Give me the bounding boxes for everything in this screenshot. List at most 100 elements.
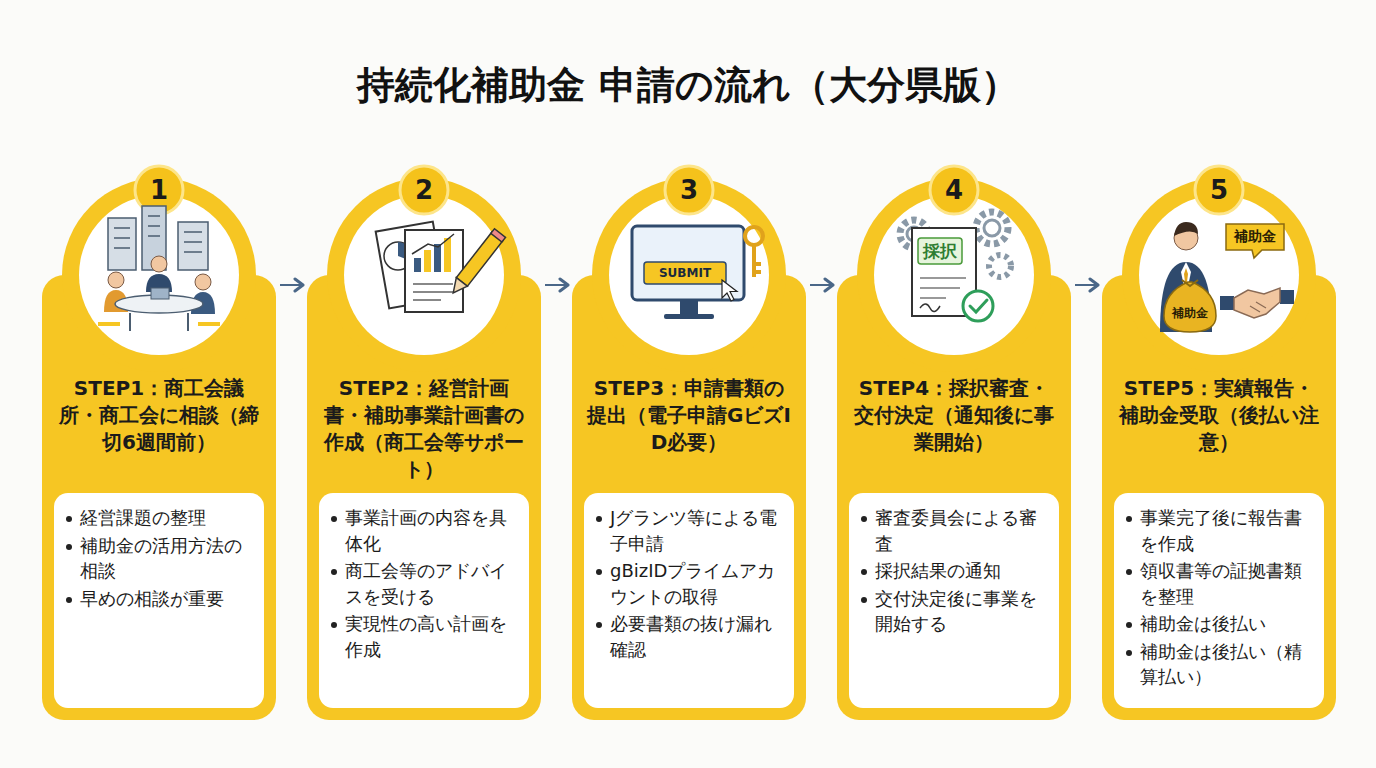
- step-heading: STEP3：申請書類の提出（電子申請GビズID必要）: [584, 375, 794, 456]
- step-heading: STEP4：採択審査・交付決定（通知後に事業開始）: [849, 375, 1059, 456]
- icon-label: 採択: [923, 240, 957, 263]
- bullet-item: 事業完了後に報告書を作成: [1140, 505, 1314, 556]
- computer-submit-illustration-part: [644, 262, 726, 284]
- step-card: 1STEP1：商工会議所・商工会に相談（締切6週間前）経営課題の整理補助金の活用…: [42, 165, 276, 720]
- planning-documents-illustration-part: [448, 229, 506, 298]
- payment-illustration-part: [1181, 262, 1191, 296]
- payment-illustration-part: [1220, 296, 1234, 310]
- planning-documents-illustration-part: [424, 250, 431, 272]
- icon-disc: [344, 195, 504, 355]
- step-heading: STEP2：経営計画書・補助事業計画書の作成（商工会等サポート）: [319, 375, 529, 483]
- bullet-item: 補助金の活用方法の相談: [80, 533, 254, 584]
- step-number: 4: [837, 173, 1071, 207]
- bullet-box: 経営課題の整理補助金の活用方法の相談早めの相談が重要: [54, 493, 264, 708]
- payment-illustration-part: [1174, 226, 1198, 250]
- meeting-illustration-part: [146, 274, 172, 292]
- approval-illustration-part: [918, 238, 962, 264]
- meeting-illustration-part: [151, 288, 169, 299]
- meeting-illustration-part: [151, 256, 167, 272]
- computer-submit-illustration-part: [745, 227, 763, 245]
- approval-illustration-part: [970, 300, 987, 312]
- bullet-box: 審査委員会による審査採択結果の通知交付決定後に事業を開始する: [849, 493, 1059, 708]
- payment-illustration-part: [1184, 268, 1188, 290]
- bullet-box: 事業計画の内容を具体化商工会等のアドバイスを受ける実現性の高い計画を作成: [319, 493, 529, 708]
- computer-submit-illustration-part: [722, 280, 737, 301]
- planning-documents-illustration-part: [434, 244, 441, 272]
- meeting-illustration-part: [142, 206, 166, 270]
- payment-illustration-part: [1182, 280, 1198, 286]
- planning-documents-illustration-part: [414, 258, 421, 272]
- planning-documents-illustration-part: [376, 222, 447, 309]
- icon-label: 補助金: [1234, 228, 1276, 246]
- step-number: 1: [42, 173, 276, 207]
- step-card: 5STEP5：実績報告・補助金受取（後払い注意）事業完了後に報告書を作成領収書等…: [1102, 165, 1336, 720]
- bullet-box: 事業完了後に報告書を作成領収書等の証拠書類を整理補助金は後払い補助金は後払い（精…: [1114, 493, 1324, 708]
- icon-disc: [1139, 195, 1299, 355]
- payment-illustration-part: [1174, 222, 1198, 236]
- planning-documents-illustration-part-part: [491, 229, 506, 242]
- payment-illustration-part: [1280, 290, 1294, 304]
- computer-submit-illustration: [632, 226, 763, 319]
- icon-label: SUBMIT: [659, 266, 711, 280]
- approval-illustration-part: [984, 220, 1000, 236]
- meeting-illustration-part: [114, 216, 202, 252]
- approval-illustration-part: [920, 278, 966, 298]
- planning-documents-illustration-part: [444, 238, 451, 272]
- planning-documents-illustration-part: [398, 242, 412, 261]
- bullet-item: 事業計画の内容を具体化: [345, 505, 519, 556]
- approval-illustration-part: [963, 291, 993, 321]
- icon-disc: [874, 195, 1034, 355]
- step-number: 3: [572, 173, 806, 207]
- approval-illustration-part: [912, 228, 976, 316]
- payment-illustration-part: [1164, 282, 1216, 332]
- step-card: 3STEP3：申請書類の提出（電子申請GビズID必要） Jグランツ等による電子申請…: [572, 165, 806, 720]
- planning-documents-illustration-part: [412, 234, 454, 254]
- bullet-item: 交付決定後に事業を開始する: [875, 586, 1049, 637]
- bullet-item: 必要書類の抜け漏れ確認: [610, 611, 784, 662]
- meeting-illustration-part: [130, 313, 188, 331]
- bullet-item: 補助金は後払い（精算払い）: [1140, 639, 1314, 690]
- planning-documents-illustration: [376, 222, 506, 312]
- meeting-illustration-part: [195, 274, 211, 290]
- icon-disc: [609, 195, 769, 355]
- bullet-item: Jグランツ等による電子申請: [610, 505, 784, 556]
- meeting-illustration-part: [98, 322, 220, 326]
- approval-illustration-part: [920, 304, 940, 312]
- meeting-illustration-part: [108, 218, 136, 270]
- computer-submit-illustration-part: [754, 245, 761, 277]
- meeting-illustration-part: [178, 222, 208, 270]
- bullet-item: gBizIDプライムアカウントの取得: [610, 558, 784, 609]
- payment-illustration-part: [1160, 262, 1212, 332]
- approval-illustration-part: [976, 212, 1008, 244]
- payment-illustration-part: [1226, 224, 1284, 258]
- payment-illustration-part: [1234, 288, 1280, 318]
- meeting-illustration-part: [104, 290, 128, 312]
- bullet-item: 採択結果の通知: [875, 558, 1049, 584]
- bullet-item: 商工会等のアドバイスを受ける: [345, 558, 519, 609]
- computer-submit-illustration-part: [664, 314, 714, 319]
- bullet-item: 経営課題の整理: [80, 505, 254, 531]
- bullet-item: 領収書等の証拠書類を整理: [1140, 558, 1314, 609]
- icon-disc: [79, 195, 239, 355]
- planning-documents-illustration-part: [413, 284, 453, 300]
- bullet-box: Jグランツ等による電子申請gBizIDプライムアカウントの取得必要書類の抜け漏れ…: [584, 493, 794, 708]
- meeting-illustration-part: [191, 292, 215, 314]
- approval-illustration: [900, 212, 1011, 321]
- bullet-item: 早めの相談が重要: [80, 586, 254, 612]
- step-arrow: [545, 284, 568, 286]
- bullet-item: 補助金は後払い: [1140, 611, 1314, 637]
- meeting-illustration-part: [115, 295, 203, 313]
- approval-illustration-part: [907, 227, 921, 241]
- planning-documents-illustration-part-part: [448, 278, 468, 298]
- planning-documents-illustration-part: [405, 230, 463, 312]
- bullet-item: 審査委員会による審査: [875, 505, 1049, 556]
- meeting-illustration-part: [108, 272, 124, 288]
- icon-label: 補助金: [1172, 305, 1208, 322]
- bullet-item: 実現性の高い計画を作成: [345, 611, 519, 662]
- payment-illustration: [1160, 222, 1294, 332]
- diagram-title: 持続化補助金 申請の流れ（大分県版）: [0, 60, 1376, 111]
- step-arrow: [280, 284, 303, 286]
- computer-submit-illustration-part: [632, 226, 744, 300]
- step-number: 5: [1102, 173, 1336, 207]
- planning-documents-illustration-part: [384, 242, 412, 270]
